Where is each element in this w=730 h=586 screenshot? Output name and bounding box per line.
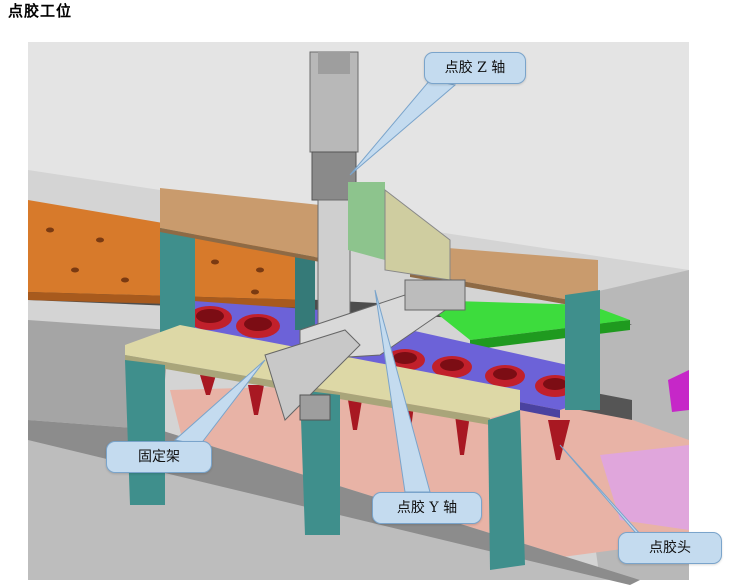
page-title: 点胶工位	[8, 2, 73, 20]
wood-top-left	[160, 188, 320, 258]
red-cup	[432, 356, 472, 378]
teal-leg-back-mid	[295, 245, 315, 330]
red-cups	[188, 306, 575, 397]
y-axis-callout: 点胶 Y 轴	[372, 492, 482, 524]
z-axis-pointer	[349, 79, 457, 176]
dispense-head-pointer	[559, 444, 651, 546]
red-cup	[236, 314, 280, 338]
y-axis-block	[299, 394, 331, 421]
dispense-head-callout: 点胶头	[618, 532, 722, 564]
z-axis-motor-cap	[318, 52, 350, 74]
magenta-part	[668, 370, 689, 412]
teal-leg-right	[565, 290, 600, 410]
wood-top-left-edge	[160, 228, 320, 262]
fixed-frame-pointer	[173, 359, 266, 446]
orange-plate-holes	[46, 227, 264, 295]
wood-top-right	[410, 245, 598, 300]
teal-leg-front-right	[488, 410, 525, 570]
red-cup	[485, 365, 525, 387]
green-bracket	[348, 182, 385, 260]
lavender-pad	[600, 445, 689, 530]
y-axis-module	[264, 329, 361, 421]
y-axis-pointer	[374, 289, 431, 493]
red-cup	[188, 306, 232, 330]
fixed-frame-callout: 固定架	[106, 441, 212, 473]
z-axis-callout: 点胶 Z 轴	[424, 52, 526, 84]
teal-leg-back-left	[160, 225, 195, 335]
back-wall-light	[28, 42, 689, 270]
teal-leg-front-mid	[300, 390, 340, 535]
y-axis-slide	[404, 279, 466, 311]
